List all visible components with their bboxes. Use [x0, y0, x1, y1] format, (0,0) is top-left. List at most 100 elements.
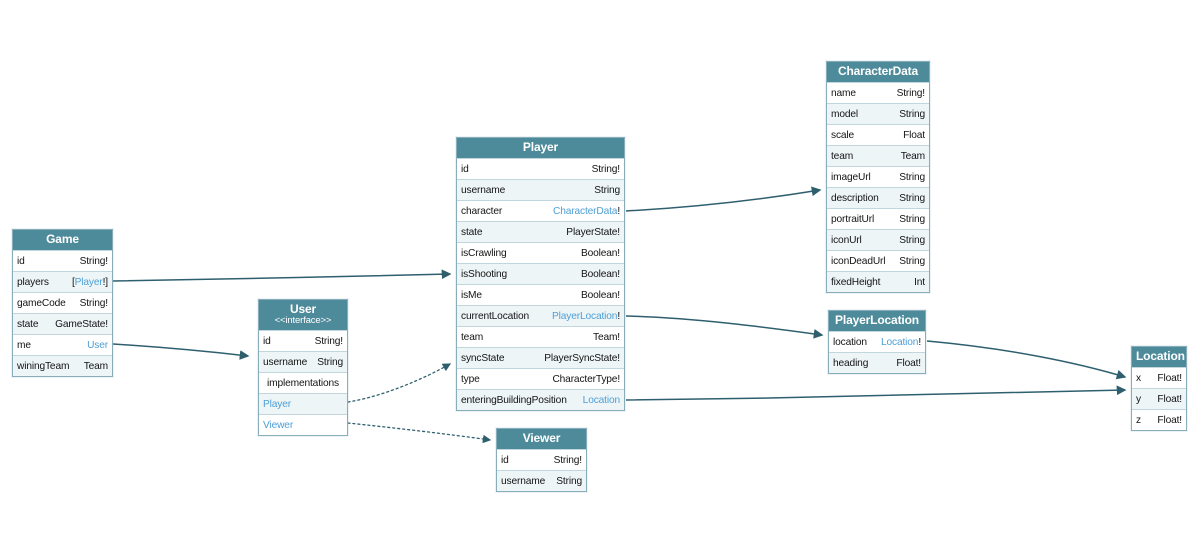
field-row-syncState[interactable]: syncState PlayerSyncState!: [457, 347, 624, 368]
type-text: PlayerSyncState!: [544, 352, 620, 364]
field-type: String: [317, 357, 343, 368]
type-link[interactable]: Player: [74, 276, 103, 288]
type-suffix: !: [918, 336, 921, 348]
table-header-characterdata[interactable]: CharacterData: [827, 62, 929, 82]
type-text: Boolean!: [580, 289, 620, 301]
table-title: CharacterData: [837, 64, 919, 78]
field-name: id: [501, 454, 509, 466]
field-name: team: [461, 331, 484, 343]
implementation-link[interactable]: Player: [263, 398, 291, 410]
field-name: id: [263, 335, 271, 347]
type-text: String!: [79, 297, 109, 309]
table-header-user[interactable]: User <<interface>>: [259, 300, 347, 330]
type-text: PlayerState!: [566, 226, 620, 238]
table-header-viewer[interactable]: Viewer: [497, 429, 586, 449]
field-row-Viewer[interactable]: Viewer: [259, 414, 347, 435]
type-text: Float!: [1157, 372, 1182, 384]
type-link[interactable]: PlayerLocation: [552, 310, 618, 322]
field-row-Player[interactable]: Player: [259, 393, 347, 414]
edge-game-players-to-player: [112, 269, 452, 282]
field-name: username: [461, 184, 506, 196]
type-text: String: [899, 255, 925, 267]
type-text: String: [317, 356, 343, 368]
type-text: String: [556, 475, 582, 487]
type-text: String!: [79, 255, 109, 267]
field-type: Float: [903, 130, 925, 141]
type-text: Float!: [1157, 414, 1182, 426]
field-row-id[interactable]: id String!: [259, 330, 347, 351]
field-name: id: [461, 163, 469, 175]
type-link[interactable]: Location: [582, 394, 620, 406]
edge-player-character-to-characterdata: [625, 186, 822, 212]
type-link[interactable]: Location: [880, 336, 919, 348]
field-name: isMe: [461, 289, 482, 301]
table-header-player[interactable]: Player: [457, 138, 624, 158]
type-link[interactable]: User: [87, 339, 108, 351]
implementation-link[interactable]: Viewer: [263, 419, 294, 431]
type-link[interactable]: CharacterData: [553, 205, 618, 217]
edge-player-enteringbuildingposition-to-location: [625, 385, 1127, 401]
edge-user-implementation-viewer: [347, 422, 492, 444]
table-header-location[interactable]: Location: [1132, 347, 1186, 367]
table-header-game[interactable]: Game: [13, 230, 112, 250]
type-suffix: !: [617, 205, 620, 217]
field-row-scale[interactable]: scale Float: [827, 124, 929, 145]
field-type: Float!: [896, 358, 921, 369]
field-type: Location: [583, 395, 620, 406]
field-row-isMe[interactable]: isMe Boolean!: [457, 284, 624, 305]
type-suffix: !: [617, 310, 620, 322]
type-text: String: [899, 171, 925, 183]
field-name: isCrawling: [461, 247, 507, 259]
table-title: User: [289, 302, 317, 316]
field-name: syncState: [461, 352, 505, 364]
type-suffix: !]: [102, 276, 109, 288]
field-name: scale: [831, 129, 855, 141]
field-name: winingTeam: [17, 360, 70, 372]
type-text: String!: [314, 335, 344, 347]
field-row-players[interactable]: players[Player!]: [13, 271, 112, 292]
table-header-playerlocation[interactable]: PlayerLocation: [829, 311, 925, 331]
type-text: CharacterType!: [552, 373, 620, 385]
